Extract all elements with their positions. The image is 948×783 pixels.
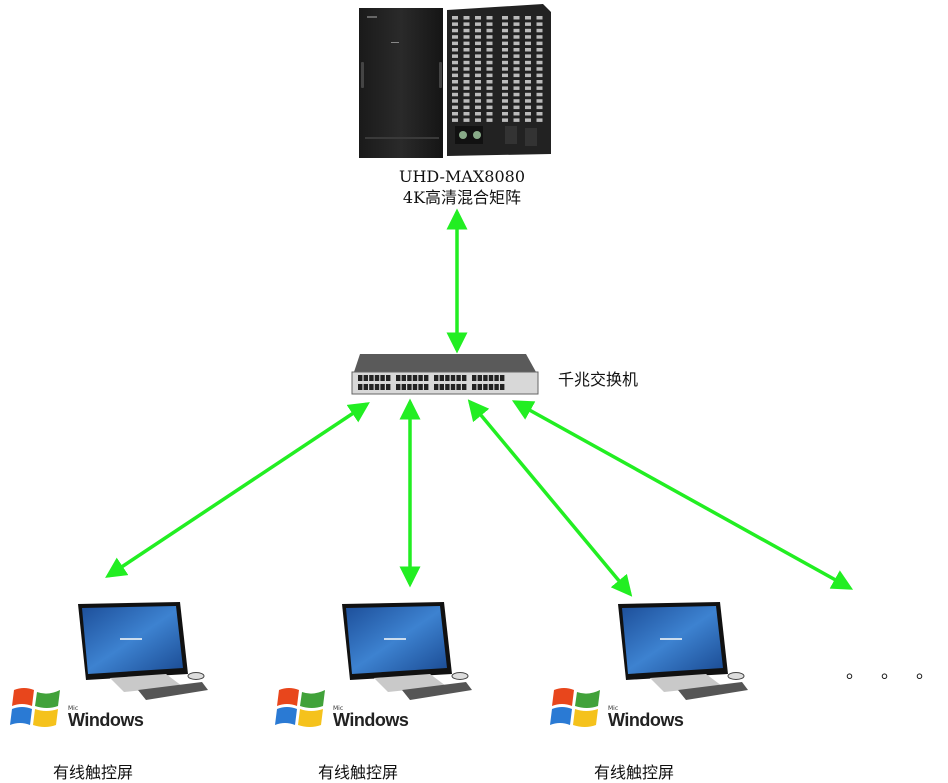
- windows-logo-icon: [275, 688, 325, 727]
- link-switch-client-3: [467, 399, 633, 597]
- windows-logo-icon: [10, 688, 60, 727]
- matrix-description: 4K高清混合矩阵: [402, 188, 522, 207]
- matrix-model: UHD-MAX8080: [398, 167, 525, 186]
- matrix-label: UHD-MAX8080 4K高清混合矩阵: [372, 166, 552, 208]
- os-prefix: Mic: [608, 705, 619, 712]
- os-name: Windows: [333, 710, 409, 730]
- os-prefix: Mic: [68, 705, 79, 712]
- os-name: Windows: [608, 710, 684, 730]
- switch-label: 千兆交换机: [558, 370, 639, 389]
- os-prefix: Mic: [333, 705, 344, 712]
- all-in-one-pc-icon: [618, 602, 748, 700]
- matrix-chassis-icon: [359, 4, 551, 158]
- more-indicator: 。。。: [846, 662, 934, 683]
- all-in-one-pc-icon: [78, 602, 208, 700]
- link-switch-more: [511, 400, 854, 590]
- client-label: 有线触控屏: [53, 763, 134, 782]
- all-in-one-pc-icon: [342, 602, 472, 700]
- link-switch-client-1: [105, 402, 370, 578]
- os-name: Windows: [68, 710, 144, 730]
- client-label: 有线触控屏: [318, 763, 399, 782]
- windows-logo-icon: [550, 688, 600, 727]
- client-label: 有线触控屏: [594, 763, 675, 782]
- network-switch-icon: [351, 354, 539, 395]
